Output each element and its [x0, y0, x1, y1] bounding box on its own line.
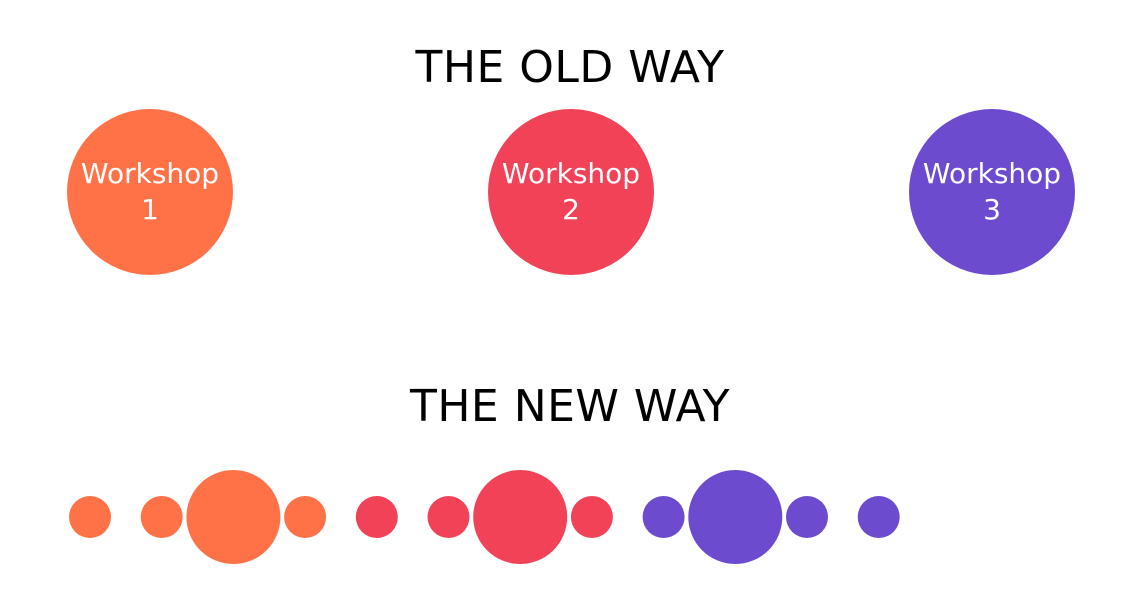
new-way-dot-5 — [355, 496, 398, 538]
new-way-dot-1 — [69, 496, 111, 538]
workshop-3-label: Workshop 3 — [923, 156, 1061, 228]
workshop-1-circle: Workshop 1 — [67, 109, 233, 275]
new-way-dot-8 — [570, 496, 613, 538]
workshop-3-label-name: Workshop — [922, 157, 1062, 190]
workshop-2-circle: Workshop 2 — [488, 109, 654, 275]
new-way-dot-6 — [427, 496, 470, 538]
new-way-dots-row — [69, 470, 900, 564]
workshop-3-label-number: 3 — [983, 193, 1001, 226]
new-way-dot-7 — [473, 470, 568, 564]
workshop-2-label-name: Workshop — [501, 157, 641, 190]
new-way-dot-10 — [688, 470, 783, 564]
workshop-1-label: Workshop 1 — [81, 156, 219, 228]
old-way-heading: THE OLD WAY — [415, 42, 725, 93]
workshop-1-label-number: 1 — [141, 193, 159, 226]
workshop-3-circle: Workshop 3 — [909, 109, 1075, 275]
new-way-dot-3 — [186, 470, 281, 564]
new-way-dot-4 — [284, 496, 327, 538]
new-way-dot-11 — [786, 496, 828, 538]
workshop-1-label-name: Workshop — [80, 157, 220, 190]
workshop-2-label-number: 2 — [562, 193, 580, 226]
new-way-heading: THE NEW WAY — [409, 381, 731, 432]
new-way-dot-12 — [857, 496, 900, 538]
workshop-2-label: Workshop 2 — [502, 156, 640, 228]
new-way-dot-2 — [140, 496, 183, 538]
new-way-dot-9 — [642, 496, 685, 538]
